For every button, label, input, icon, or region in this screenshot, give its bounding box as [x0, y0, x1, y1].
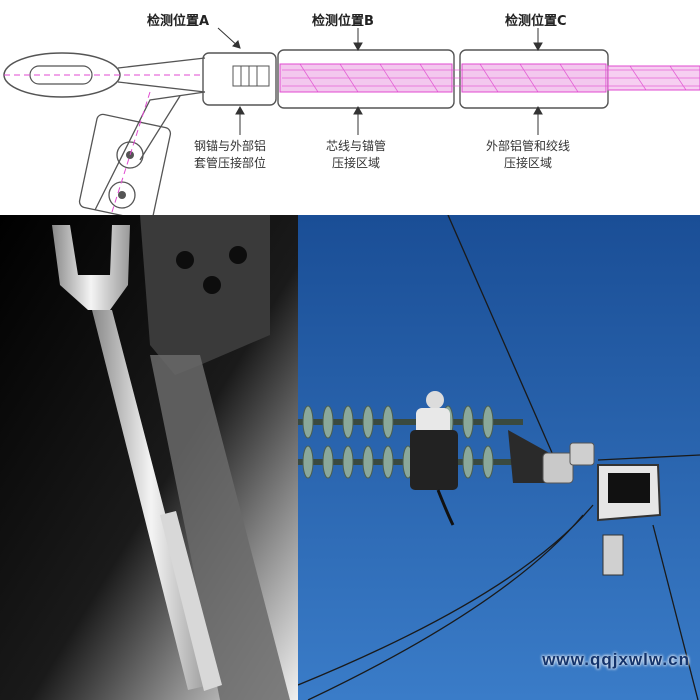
- xray-sleeve: [150, 355, 290, 700]
- field-inspection-photo: www.qqjxwlw.cn: [298, 215, 700, 700]
- position-c-label: 检测位置C: [505, 14, 567, 29]
- strand-hatching: [282, 63, 700, 93]
- bolt-hole-1: [116, 141, 144, 169]
- inspection-device: [597, 464, 662, 576]
- watermark-text: www.qqjxwlw.cn: [542, 650, 690, 669]
- xray-fork: [52, 225, 130, 310]
- position-a-label: 检测位置A: [147, 14, 210, 29]
- photo-drawing: [298, 215, 700, 700]
- yoke-plate-hardware: [508, 430, 595, 484]
- label-arrows: [217, 27, 543, 135]
- steel-anchor-grooves: [232, 65, 270, 87]
- power-lines: [298, 215, 700, 700]
- xray-image: [0, 215, 298, 700]
- tension-clamp-diagram: 检测位置A 检测位置B 检测位置C 钢锚与外部铝 套管压接部位 芯线与锚管 压接…: [0, 0, 700, 215]
- desc-c: 外部铝管和绞线 压接区域: [486, 138, 570, 172]
- clamp-neck: [117, 57, 206, 93]
- jumper-plate: [78, 113, 172, 215]
- desc-b-line1: 芯线与锚管: [326, 139, 387, 153]
- bolt-hole-1-center: [126, 151, 134, 159]
- clamp-eye: [3, 52, 121, 98]
- clamp-drawing: [3, 27, 700, 215]
- desc-b: 芯线与锚管 压接区域: [326, 138, 386, 172]
- desc-c-line1: 外部铝管和绞线: [486, 139, 571, 153]
- section-a-box: [202, 52, 277, 106]
- jumper-arm: [94, 91, 206, 211]
- desc-b-line2: 压接区域: [332, 156, 381, 170]
- desc-a-line2: 套管压接部位: [194, 156, 267, 170]
- desc-c-line2: 压接区域: [504, 156, 553, 170]
- plate-center-line: [111, 91, 151, 213]
- section-b-box: [277, 49, 455, 109]
- bolt-hole-2-center: [118, 191, 126, 199]
- xray-groove-section: [160, 511, 222, 691]
- position-b-label: 检测位置B: [312, 14, 374, 29]
- lineman-worker: [410, 391, 458, 526]
- desc-a-line1: 钢锚与外部铝: [194, 139, 267, 153]
- xray-drawing: [0, 215, 298, 700]
- desc-a: 钢锚与外部铝 套管压接部位: [194, 138, 266, 172]
